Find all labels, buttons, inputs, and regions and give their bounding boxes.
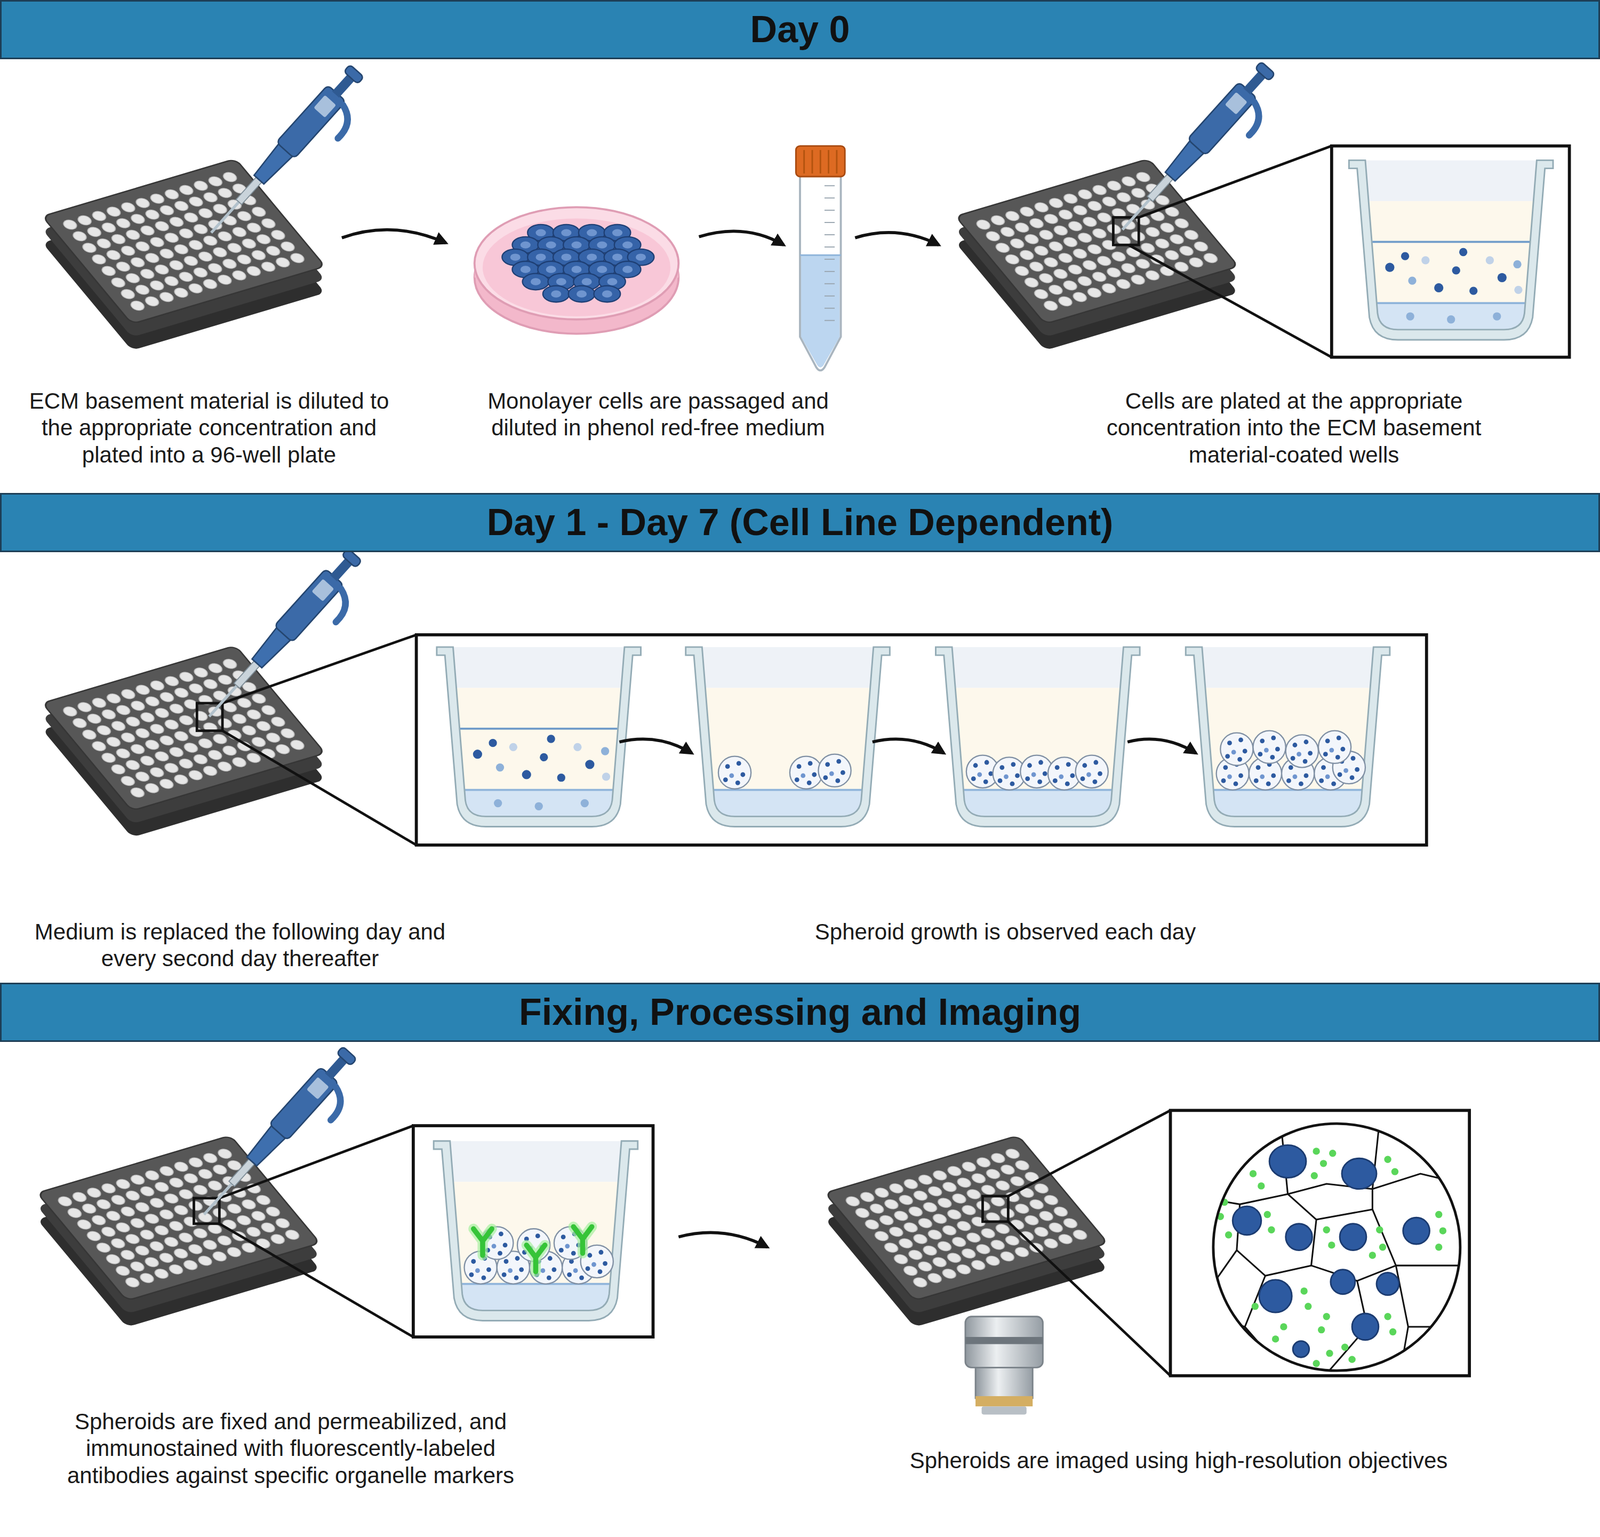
well-plate bbox=[42, 645, 325, 837]
pipette bbox=[200, 546, 379, 738]
step-arrow bbox=[678, 1232, 767, 1247]
well-plate bbox=[955, 158, 1239, 351]
petri-dish bbox=[474, 206, 679, 334]
well-plate bbox=[42, 158, 325, 351]
step-caption: Medium is replaced the following day and… bbox=[29, 918, 451, 973]
centrifuge-tube bbox=[795, 146, 845, 371]
step-arrow bbox=[341, 229, 446, 244]
section-band: Day 1 - Day 7 (Cell Line Dependent) bbox=[0, 492, 1600, 552]
well-plate bbox=[37, 1134, 320, 1327]
well-plate bbox=[825, 1134, 1108, 1327]
step-caption: Monolayer cells are passaged and diluted… bbox=[466, 387, 851, 442]
pipette bbox=[1113, 59, 1292, 251]
section-band: Day 0 bbox=[0, 0, 1600, 60]
step-arrow bbox=[854, 232, 939, 245]
zoom-callout bbox=[1113, 146, 1570, 358]
step-caption: ECM basement material is diluted to the … bbox=[17, 387, 402, 469]
pipette bbox=[202, 62, 381, 254]
microscope-objective bbox=[965, 1316, 1043, 1415]
step-arrow bbox=[699, 230, 784, 245]
section-title: Day 1 - Day 7 (Cell Line Dependent) bbox=[486, 500, 1114, 544]
section-title: Fixing, Processing and Imaging bbox=[518, 990, 1082, 1034]
step-caption: Cells are plated at the appropriate conc… bbox=[1083, 387, 1505, 469]
step-caption: Spheroids are fixed and permeabilized, a… bbox=[40, 1408, 542, 1489]
section-title: Day 0 bbox=[750, 8, 851, 52]
zoom-callout bbox=[196, 634, 1427, 845]
step-caption: Spheroids are imaged using high-resoluti… bbox=[858, 1446, 1499, 1474]
section-band: Fixing, Processing and Imaging bbox=[0, 982, 1600, 1042]
step-caption: Spheroid growth is observed each day bbox=[765, 918, 1246, 946]
pipette bbox=[195, 1044, 374, 1236]
zoom-callout bbox=[982, 1109, 1470, 1375]
